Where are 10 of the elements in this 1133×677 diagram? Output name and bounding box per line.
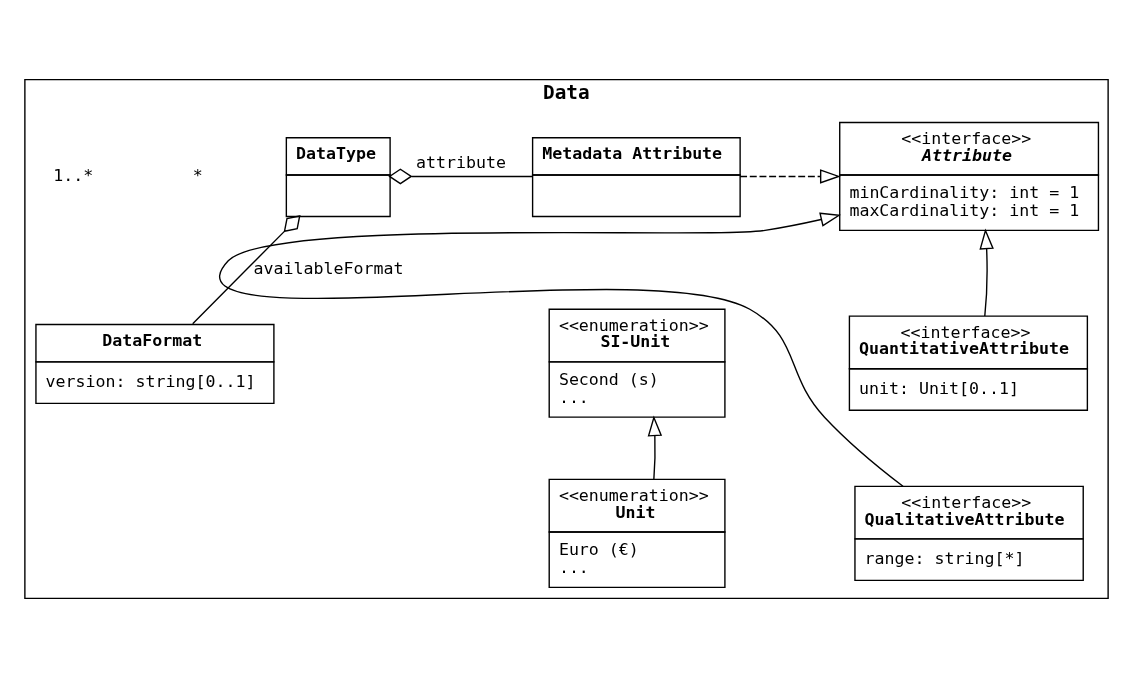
arrow	[979, 227, 994, 317]
arrow	[647, 415, 663, 480]
edge-label: availableFormat	[253, 258, 404, 278]
connector	[388, 167, 534, 184]
arrow	[219, 212, 904, 487]
connector	[192, 214, 301, 324]
edge-label: attribute	[416, 152, 506, 172]
label: 1..*	[53, 165, 94, 185]
arrow	[739, 168, 841, 184]
label: *	[192, 165, 203, 185]
